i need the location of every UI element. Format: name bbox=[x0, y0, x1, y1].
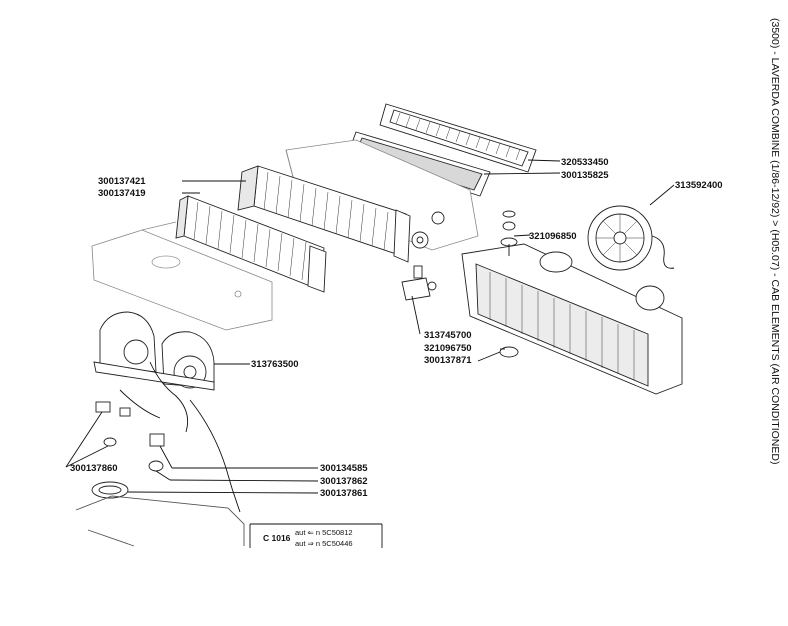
switch-parts bbox=[91, 399, 241, 513]
part-label-300135825: 300135825 bbox=[561, 170, 609, 181]
part-label-313763500: 313763500 bbox=[251, 359, 299, 370]
filter-grille bbox=[379, 103, 537, 173]
leader-lines bbox=[65, 159, 675, 494]
revision-line-1: aut ⇐ n 5C50812 bbox=[295, 528, 353, 537]
condenser bbox=[461, 243, 683, 395]
part-label-313745700: 313745700 bbox=[424, 330, 472, 341]
part-label-313592400: 313592400 bbox=[675, 180, 723, 191]
part-label-321096750: 321096750 bbox=[424, 343, 472, 354]
heater-core bbox=[175, 195, 327, 293]
evaporator-core-upper bbox=[237, 165, 411, 263]
revision-code: C 1016 bbox=[263, 533, 291, 543]
revision-box: C 1016 aut ⇐ n 5C50812 aut ⇒ n 5C50446 bbox=[249, 523, 383, 548]
part-label-300137421: 300137421 bbox=[98, 176, 146, 187]
cab-roof bbox=[75, 495, 245, 547]
expansion-valve bbox=[401, 265, 437, 301]
part-label-321096850: 321096850 bbox=[529, 231, 577, 242]
page-title: (3500) - LAVERDA COMBINE (1/86-12/92) > … bbox=[769, 18, 781, 465]
blower-unit bbox=[93, 311, 215, 433]
part-label-300134585: 300134585 bbox=[320, 463, 368, 474]
part-label-320533450: 320533450 bbox=[561, 157, 609, 168]
part-label-300137860: 300137860 bbox=[70, 463, 118, 474]
part-label-300137862: 300137862 bbox=[320, 476, 368, 487]
part-label-300137419: 300137419 bbox=[98, 188, 146, 199]
part-label-300137861: 300137861 bbox=[320, 488, 368, 499]
condenser-fan bbox=[587, 205, 675, 271]
lower-cover bbox=[91, 221, 273, 331]
grommets bbox=[499, 210, 519, 358]
part-label-300137871: 300137871 bbox=[424, 355, 472, 366]
revision-line-2: aut ⇒ n 5C50446 bbox=[295, 539, 353, 548]
